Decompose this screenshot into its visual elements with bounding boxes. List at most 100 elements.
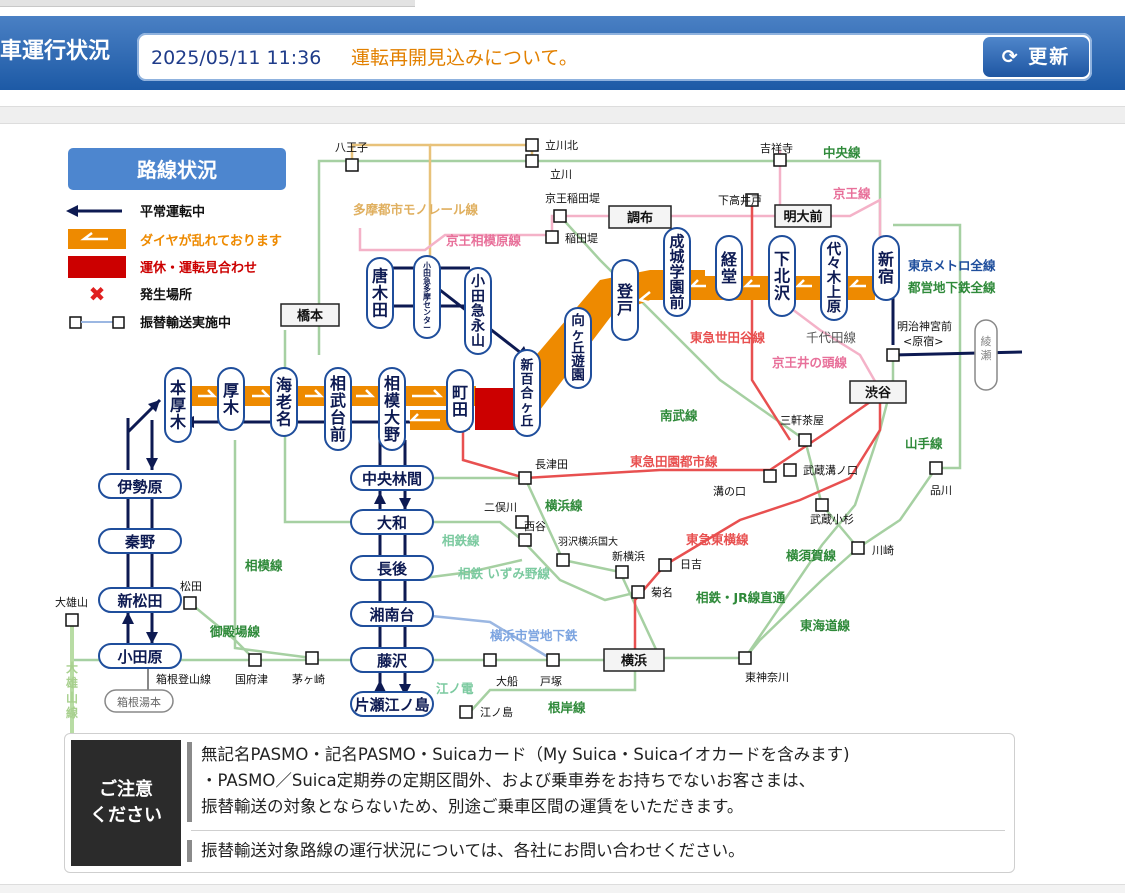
station-label-char: ヶ — [520, 400, 533, 415]
top-tab[interactable] — [0, 0, 415, 7]
transfer-station-square[interactable] — [553, 209, 567, 223]
label-yamanote: 山手線 — [905, 436, 943, 451]
station-label-char: 園 — [571, 368, 585, 384]
arrow-right-4 — [356, 389, 376, 398]
station-atsugi[interactable]: 厚木 — [217, 367, 245, 431]
place-ofuna: 大船 — [496, 674, 518, 688]
station-kyodo[interactable]: 経堂 — [715, 235, 743, 301]
transfer-station-square[interactable] — [783, 463, 797, 477]
station-hadano[interactable]: 秦野 — [98, 528, 182, 554]
station-box-shibuya[interactable]: 渋谷 — [849, 380, 907, 404]
transfer-station-square[interactable] — [183, 596, 197, 610]
arrow-left-e1 — [688, 279, 706, 288]
transfer-station-square[interactable] — [305, 651, 319, 665]
notice-panel: ご注意 ください 無記名PASMO・記名PASMO・Suicaカード（My Su… — [64, 733, 1015, 873]
transfer-station-square[interactable] — [886, 348, 900, 362]
transfer-station-square[interactable] — [738, 651, 752, 665]
transfer-station-square[interactable] — [345, 158, 359, 172]
transfer-station-square[interactable] — [615, 565, 629, 579]
suspended-segment-machida-shinyuri — [475, 388, 517, 430]
status-message-link[interactable]: 運転再開見込みについて。 — [351, 47, 578, 69]
station-chuo-rinkan[interactable]: 中央林間 — [350, 465, 434, 491]
station-katase-enoshima[interactable]: 片瀬江ノ島 — [350, 691, 434, 717]
station-machida[interactable]: 町田 — [446, 369, 474, 433]
station-fujisawa[interactable]: 藤沢 — [350, 647, 434, 673]
transfer-station-square[interactable] — [525, 138, 539, 152]
station-hon-atsugi[interactable]: 本厚木 — [164, 367, 192, 443]
transfer-station-square[interactable] — [65, 613, 79, 627]
station-label-char: 小 — [422, 260, 431, 270]
transfer-station-square[interactable] — [798, 433, 812, 447]
station-pill — [564, 307, 592, 389]
notice-bar-2 — [187, 840, 192, 862]
transfer-station-square[interactable] — [515, 515, 529, 529]
transfer-station-square[interactable] — [658, 558, 672, 572]
station-shonandai[interactable]: 湘南台 — [350, 601, 434, 627]
arrow-left-5 — [408, 413, 440, 422]
station-box-meidaimae[interactable]: 明大前 — [774, 204, 832, 228]
station-box-chofu[interactable]: 調布 — [608, 205, 672, 229]
header-title: 車運行状況 — [0, 39, 111, 64]
transfer-station-square[interactable] — [546, 653, 560, 667]
station-odawara[interactable]: 小田原 — [98, 643, 182, 669]
transfer-station-square[interactable] — [518, 471, 532, 485]
place-shin-yokohama: 新横浜 — [612, 549, 645, 563]
station-ebina[interactable]: 海老名 — [270, 367, 298, 437]
station-karakida[interactable]: 唐木田 — [366, 257, 394, 329]
line-denentoshi — [461, 393, 881, 480]
station-noborito[interactable]: 登戸 — [611, 259, 639, 341]
transfer-station-square[interactable] — [773, 153, 787, 167]
station-chogo[interactable]: 長後 — [350, 555, 434, 581]
transfer-station-square[interactable] — [763, 469, 777, 483]
transfer-station-square[interactable] — [545, 230, 559, 244]
transfer-station-square[interactable] — [631, 585, 645, 599]
transfer-station-square[interactable] — [459, 705, 473, 719]
station-shin-matsuda[interactable]: 新松田 — [98, 587, 182, 613]
station-label-char: 新 — [878, 250, 894, 269]
station-label-char: 新 — [520, 357, 533, 373]
line-sotetsu-jr — [521, 539, 639, 602]
station-box-yokohama[interactable]: 横浜 — [603, 648, 665, 672]
transfer-station-square[interactable] — [815, 498, 829, 512]
station-label-char: 城 — [669, 248, 684, 266]
label-yokohama: 横浜線 — [545, 498, 583, 513]
station-label-char: セ — [423, 300, 431, 309]
station-ayase[interactable] — [974, 319, 998, 391]
station-shinjuku[interactable]: 新宿 — [872, 235, 900, 301]
station-label-char: 野 — [384, 425, 400, 444]
station-label-char: 急 — [423, 276, 431, 286]
line-yokohama-subway — [411, 612, 554, 662]
station-label-char: 木 — [222, 398, 240, 417]
station-label-char: タ — [423, 315, 431, 325]
transfer-station-square[interactable] — [556, 553, 570, 567]
station-box-hashimoto[interactable]: 橋本 — [280, 303, 340, 327]
station-label-char: 丘 — [571, 340, 585, 356]
line-tama-monorail — [350, 143, 432, 262]
transfer-station-square[interactable] — [483, 653, 497, 667]
transfer-station-square[interactable] — [851, 541, 865, 555]
transfer-station-square[interactable] — [248, 653, 262, 667]
station-shimokitazawa[interactable]: 下北沢 — [768, 235, 796, 317]
station-pill — [98, 587, 182, 613]
transfer-station-square[interactable] — [525, 154, 539, 168]
arrow-up-hon-atsugi — [148, 400, 160, 412]
label-sagami: 相模線 — [245, 558, 283, 573]
transfer-station-square[interactable] — [745, 193, 759, 207]
transfer-station-square[interactable] — [518, 533, 532, 547]
station-hakone-yumoto[interactable] — [104, 689, 174, 713]
station-isehara[interactable]: 伊勢原 — [98, 473, 182, 499]
label-toyoko: 東急東横線 — [686, 532, 749, 547]
station-yamato[interactable]: 大和 — [350, 509, 434, 535]
refresh-button[interactable]: ⟳ 更新 — [983, 37, 1089, 77]
station-pill — [98, 528, 182, 554]
transfer-station-square[interactable] — [929, 461, 943, 475]
label-gotemba: 御殿場線 — [209, 624, 261, 639]
